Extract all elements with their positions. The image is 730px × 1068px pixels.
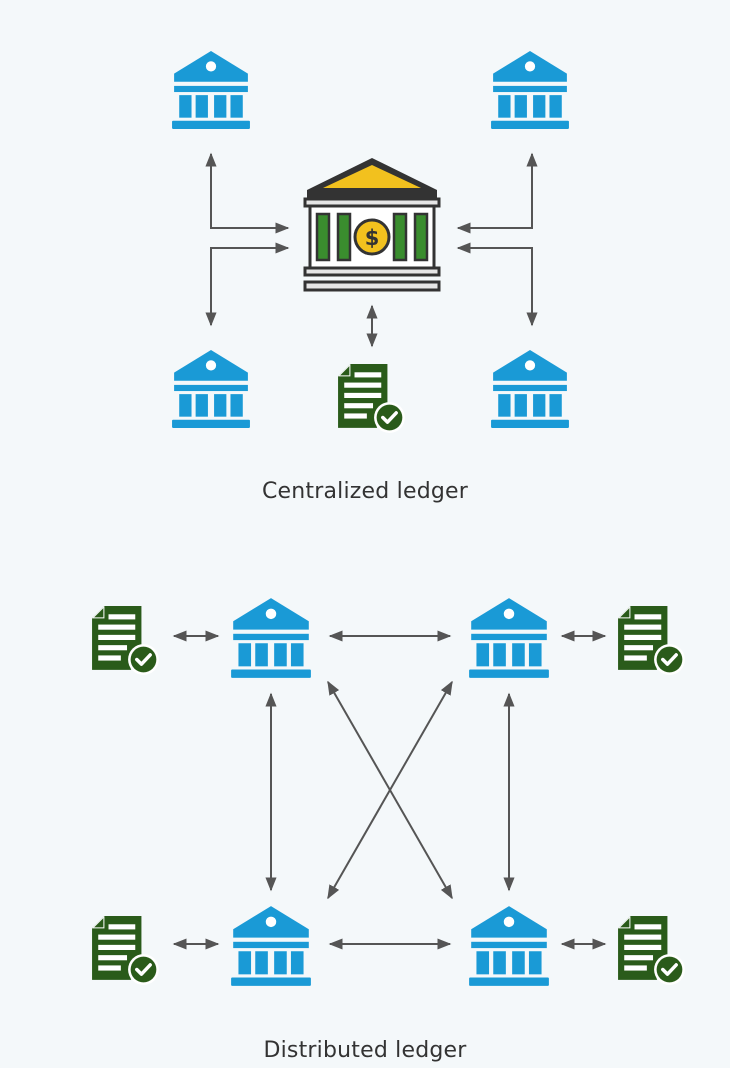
distributed-ledger-section bbox=[90, 598, 687, 986]
ledger-icon-bottom-left bbox=[90, 914, 161, 986]
bank-icon-top-left bbox=[172, 51, 250, 129]
arrow-central-to-bottom-left bbox=[205, 242, 290, 327]
coin-dollar-glyph: $ bbox=[365, 226, 380, 250]
arrow-top-right-to-central bbox=[456, 152, 538, 234]
ledger-icon-top-right bbox=[616, 604, 687, 676]
centralized-ledger-caption: Centralized ledger bbox=[261, 479, 468, 504]
bank-icon-top-right bbox=[491, 51, 569, 129]
ledger-icon-bottom-right bbox=[616, 914, 687, 986]
bank-icon-node-top-left bbox=[231, 598, 311, 678]
ledger-icon-top-left bbox=[90, 604, 161, 676]
centralized-ledger-section: $ bbox=[172, 51, 569, 434]
distributed-ledger-caption: Distributed ledger bbox=[263, 1038, 467, 1063]
bank-icon-bottom-right bbox=[491, 350, 569, 428]
bank-icon-node-bottom-left bbox=[231, 906, 311, 986]
arrow-top-right-bottom-left bbox=[327, 680, 453, 900]
bank-icon-node-bottom-right bbox=[469, 906, 549, 986]
arrow-central-to-bottom-right bbox=[456, 242, 538, 327]
central-bank-icon: $ bbox=[303, 158, 441, 292]
ledger-icon-central bbox=[336, 362, 407, 434]
bank-icon-bottom-left bbox=[172, 350, 250, 428]
arrow-top-left-to-central bbox=[205, 152, 290, 234]
bank-icon-node-top-right bbox=[469, 598, 549, 678]
